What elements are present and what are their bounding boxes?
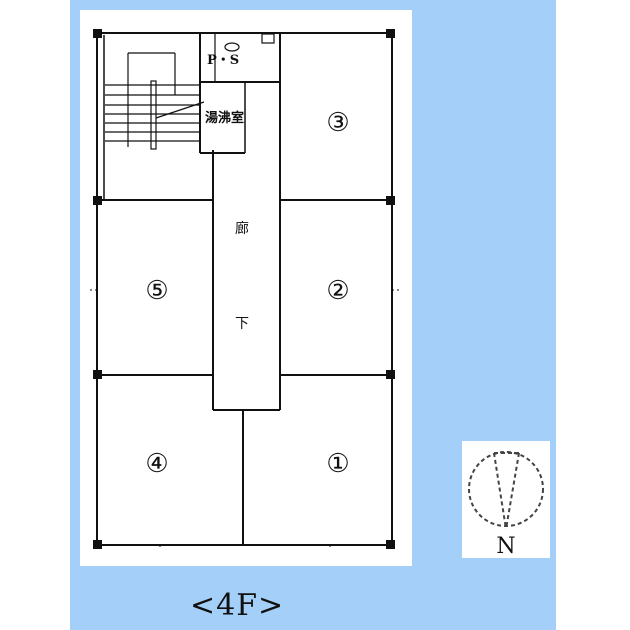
room-3-label: ③ bbox=[326, 108, 349, 138]
room-1-label: ① bbox=[326, 449, 349, 479]
room-4-label: ④ bbox=[145, 449, 168, 479]
corridor-label-2: 下 bbox=[235, 316, 249, 332]
room-2-label: ② bbox=[326, 276, 349, 306]
outer-wall bbox=[96, 32, 393, 546]
compass-north-letter: N bbox=[496, 534, 515, 558]
kitchenette-label: 湯沸室 bbox=[205, 110, 244, 126]
corridor-label-1: 廊 bbox=[235, 220, 249, 237]
staircase bbox=[105, 52, 205, 150]
north-compass: N bbox=[462, 441, 550, 559]
ps-label: P・S bbox=[207, 53, 239, 68]
floor-plan-drawing: P・S 湯沸室 廊 下 ③ ② ⑤ ④ ① bbox=[90, 29, 400, 550]
compass-icon: N bbox=[468, 451, 544, 559]
floor-label: <4F> bbox=[190, 588, 285, 623]
floor-plan: P・S 湯沸室 廊 下 ③ ② ⑤ ④ ① bbox=[80, 10, 412, 566]
room-5-label: ⑤ bbox=[145, 276, 168, 306]
